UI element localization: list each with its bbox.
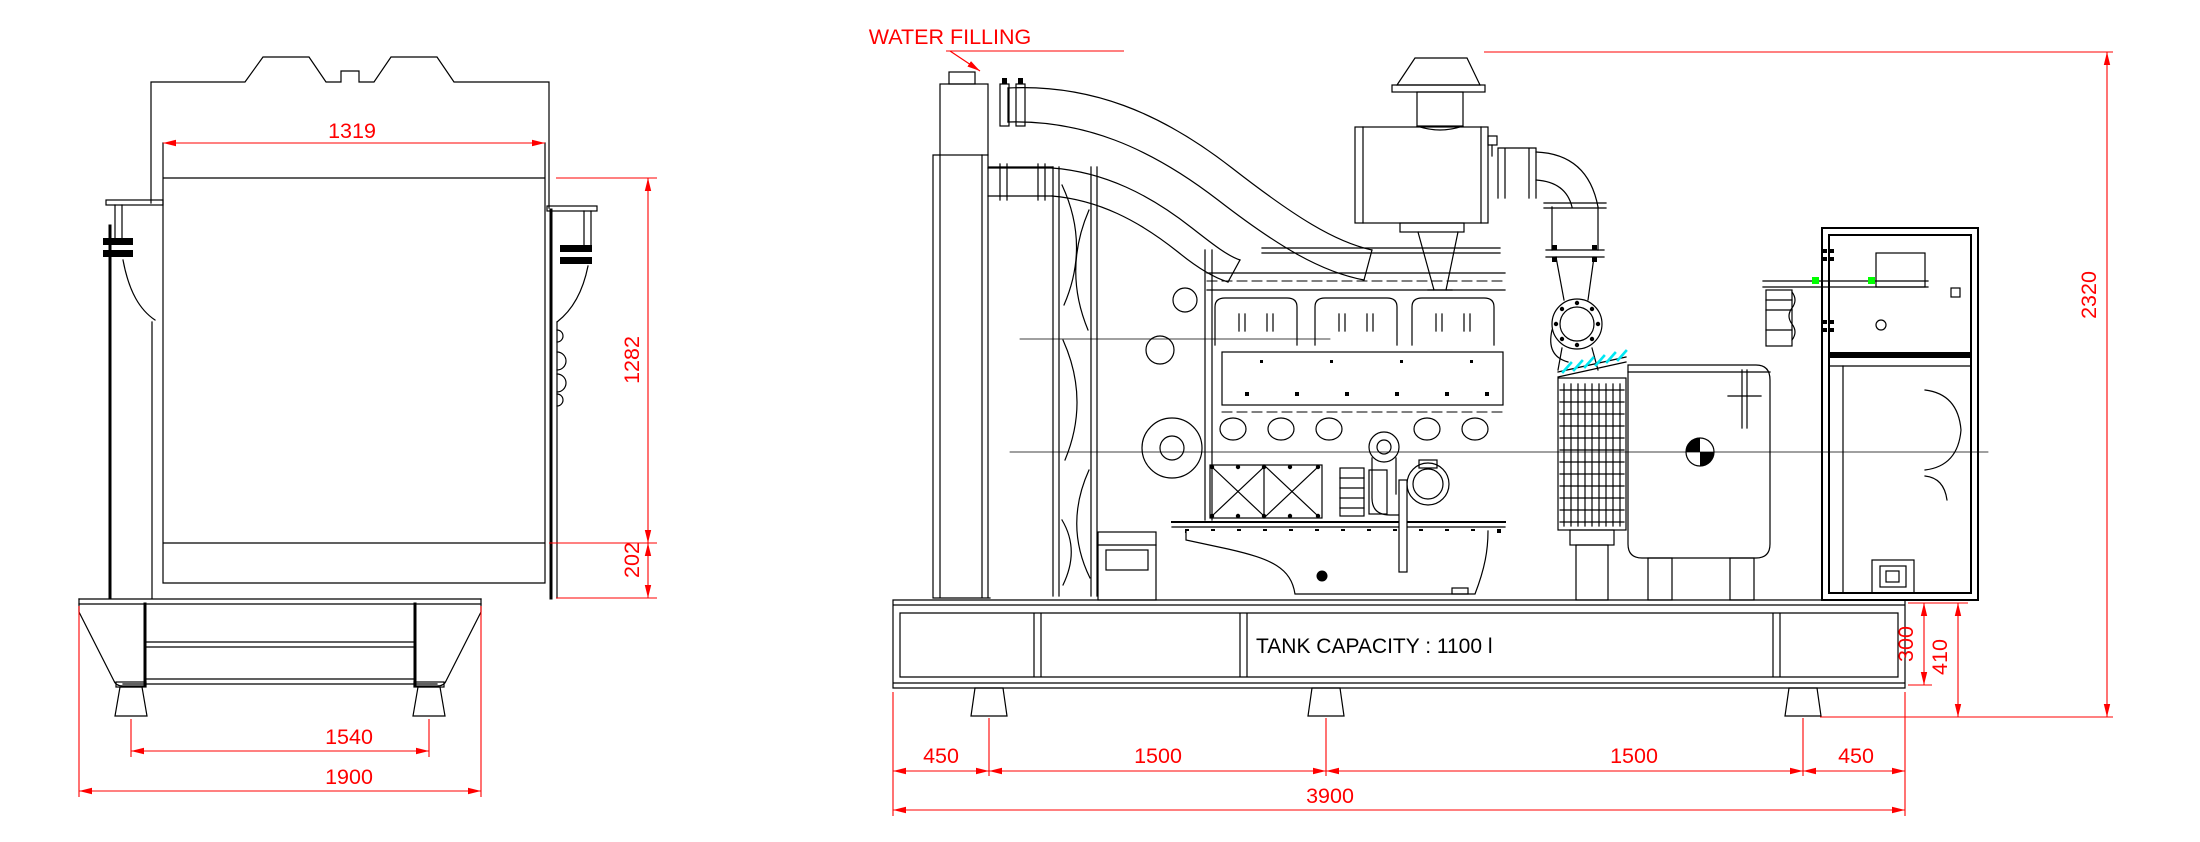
air-cleaner-cap xyxy=(1395,57,1481,86)
dimension-core-width: 1319 xyxy=(163,119,545,147)
base-frame-front xyxy=(78,598,482,688)
alternator xyxy=(1627,280,1929,601)
dim-text-300: 300 xyxy=(1894,626,1918,662)
lower-coolant-pipe xyxy=(987,163,1241,283)
dim-text-1540: 1540 xyxy=(325,725,373,749)
air-cleaner xyxy=(1354,57,1498,291)
block-bolts xyxy=(1245,360,1489,396)
engine-front-accessories xyxy=(1097,249,1213,601)
radiator-side xyxy=(932,71,1054,599)
left-pipe-bracket xyxy=(103,199,164,321)
dimension-feet-spacing: 1540 xyxy=(130,719,430,757)
cooler-fins xyxy=(1559,383,1625,527)
radiator-top-profile xyxy=(150,56,550,209)
dim-text-3900: 3900 xyxy=(1306,784,1354,808)
coolant-accent-marks xyxy=(1561,349,1628,374)
crankcase-ports xyxy=(1219,417,1489,463)
dim-text-1319: 1319 xyxy=(328,119,376,143)
upper-coolant-pipe xyxy=(999,78,1373,281)
side-view-dimensions: WATER FILLING 450 1500 1500 450 3900 300 xyxy=(869,25,2113,816)
side-view: TANK CAPACITY : 1100 l xyxy=(892,57,1989,717)
heat-exchanger xyxy=(1557,349,1628,601)
dimension-base-height: 410 xyxy=(1928,603,1962,717)
oil-filters xyxy=(1339,459,1450,517)
dim-text-1500-b: 1500 xyxy=(1610,744,1658,768)
front-view-dimensions: 1319 1282 202 1540 1900 xyxy=(78,119,657,797)
status-markers-green xyxy=(1812,277,1875,284)
right-pipe-bracket xyxy=(546,205,598,407)
valve-covers xyxy=(1214,297,1495,346)
engine xyxy=(1171,247,1506,595)
dimension-overall-height: 2320 xyxy=(1484,51,2113,718)
dim-text-450-left: 450 xyxy=(923,744,959,768)
turbocharger xyxy=(1497,147,1607,371)
front-view xyxy=(78,56,598,717)
air-cleaner-body xyxy=(1354,126,1489,224)
dim-text-1282: 1282 xyxy=(620,336,644,384)
foot-2 xyxy=(1307,687,1345,717)
dim-text-2320: 2320 xyxy=(2077,271,2101,319)
dimension-lower-height: 202 xyxy=(620,542,652,598)
water-filling-note: WATER FILLING xyxy=(869,25,1124,72)
dimension-overall-width: 1900 xyxy=(78,606,482,797)
dim-text-1500-a: 1500 xyxy=(1134,744,1182,768)
end-bell xyxy=(1924,389,1962,501)
cabinet-display xyxy=(1875,252,1926,288)
base-frame-side: TANK CAPACITY : 1100 l xyxy=(892,599,1906,689)
dim-text-1900: 1900 xyxy=(325,765,373,789)
hose-bosses xyxy=(556,329,567,407)
dim-text-202: 202 xyxy=(620,542,644,578)
oil-pan xyxy=(1185,530,1489,595)
water-filler-cap xyxy=(948,71,976,85)
front-view-feet xyxy=(114,681,446,717)
dimension-bottom-chain: 450 1500 1500 450 xyxy=(892,692,1906,816)
side-view-feet xyxy=(970,687,1822,717)
water-filling-label: WATER FILLING xyxy=(869,25,1031,49)
dimension-overall-length: 3900 xyxy=(893,784,1905,814)
dimension-core-height: 1282 xyxy=(549,177,657,599)
control-cabinet xyxy=(1812,227,1979,601)
oil-cooler xyxy=(1209,464,1323,519)
cabinet-hinges xyxy=(1823,249,1834,332)
dim-text-410: 410 xyxy=(1928,639,1952,675)
foot-1 xyxy=(970,687,1008,717)
dim-text-450-right: 450 xyxy=(1838,744,1874,768)
foot-3 xyxy=(1784,687,1822,717)
tank-capacity-label: TANK CAPACITY : 1100 l xyxy=(1256,635,1493,658)
cooling-fan xyxy=(1019,166,1331,597)
radiator-core-front xyxy=(162,142,546,584)
